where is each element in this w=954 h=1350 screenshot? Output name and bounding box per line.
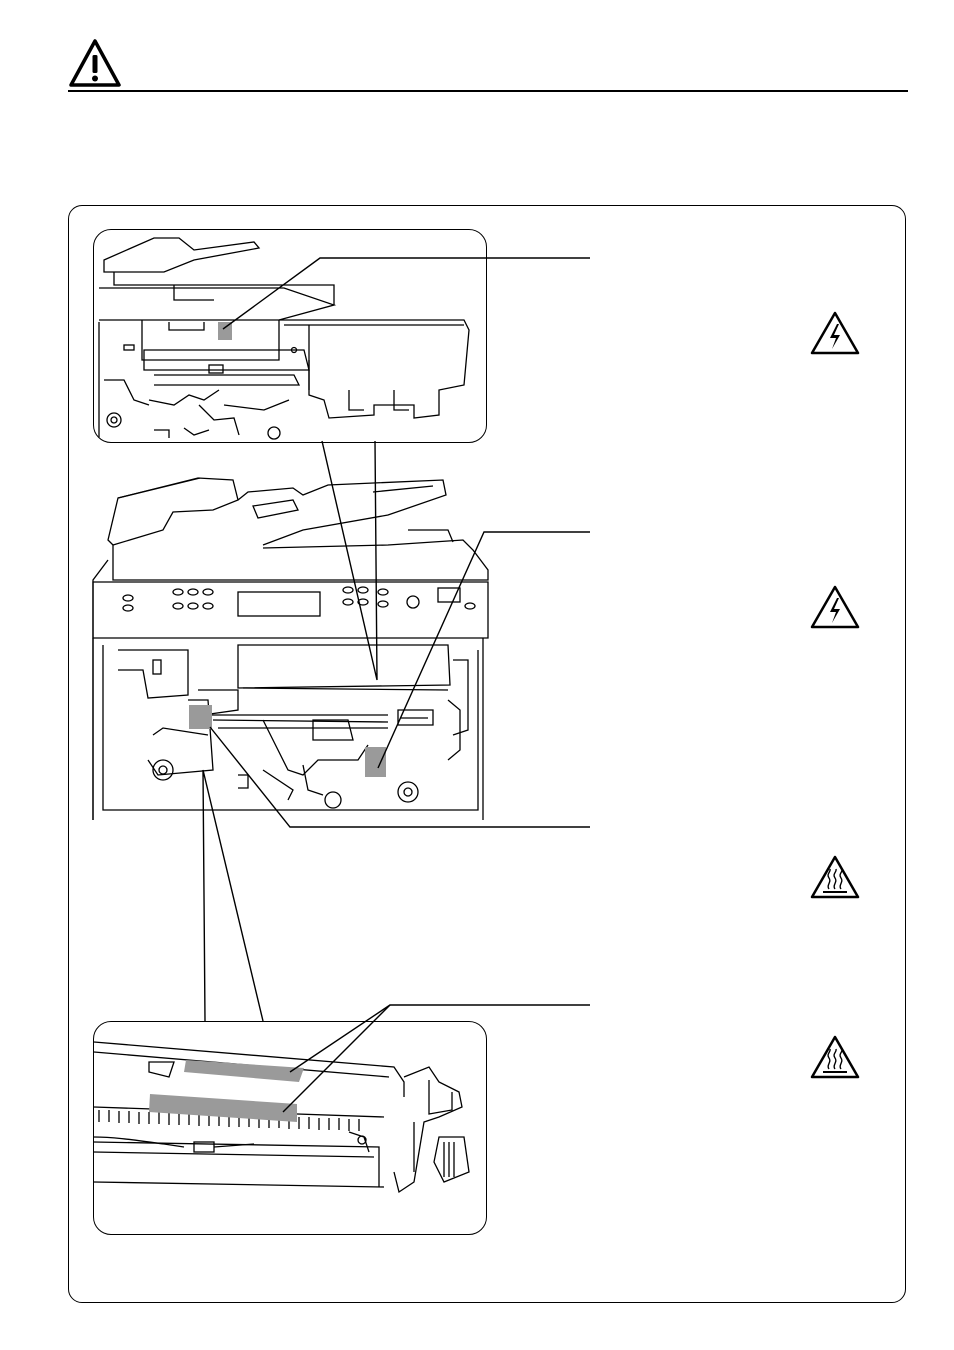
upper-unit-drawing [98,237,470,440]
electric-shock-hazard-icon [810,585,860,629]
header-rule [68,90,908,92]
hot-surface-hazard-icon [810,1035,860,1079]
caution-label-marker [149,1094,297,1122]
hot-surface-hazard-icon [810,855,860,899]
caution-label-marker [365,747,386,777]
fuser-unit-drawing [94,1041,470,1194]
electric-shock-hazard-icon [810,311,860,355]
caution-label-marker [189,705,212,729]
inset-upper-unit [93,229,487,443]
warning-triangle-icon [69,39,121,87]
caution-label-marker [184,1060,304,1082]
copier-front-open-drawing [92,477,489,820]
caution-label-panel [68,205,906,1303]
inset-fuser-unit [93,1021,487,1235]
caution-label-marker [218,322,232,340]
